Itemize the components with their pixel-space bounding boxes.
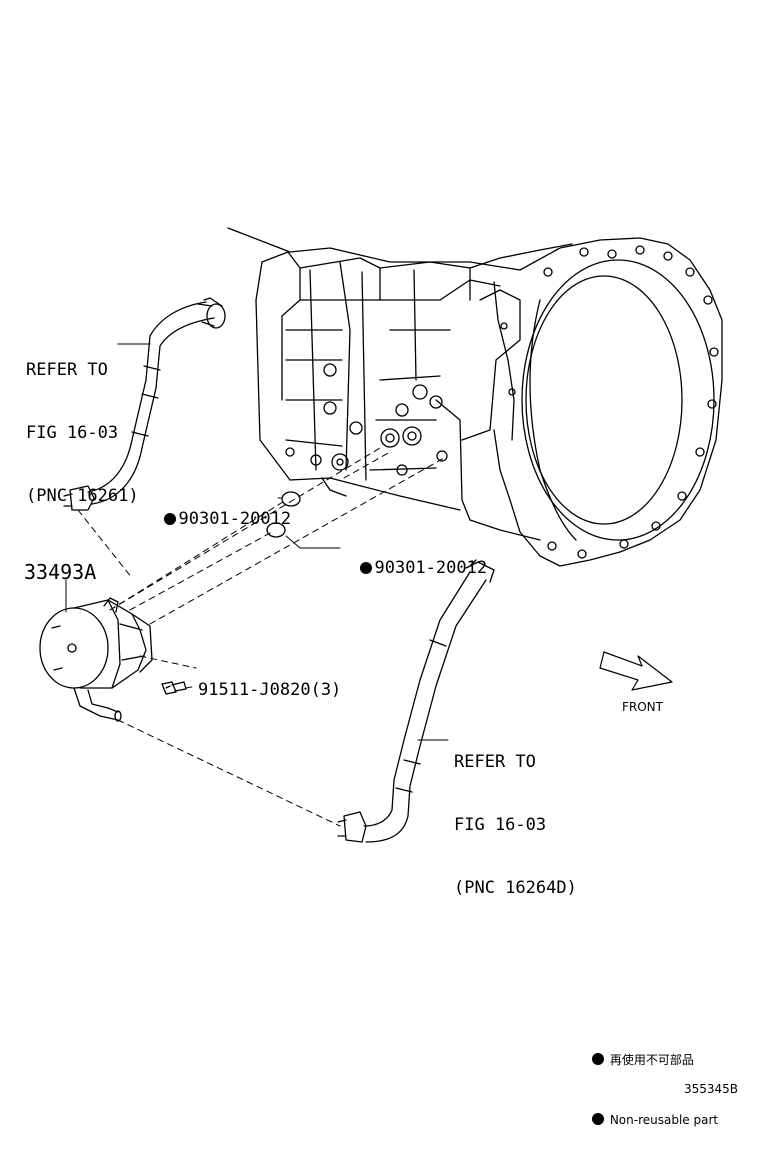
legend-dot-icon <box>592 1053 604 1065</box>
legend-en: Non-reusable part <box>609 1113 719 1127</box>
oring-lower-callout: 90301-20012 <box>340 538 487 578</box>
refer-bottom-line1: REFER TO <box>454 752 536 772</box>
bell-housing <box>493 237 723 567</box>
leader-lines <box>65 343 449 741</box>
refer-top-label: REFER TO FIG 16-03 (PNC 16261) <box>26 318 139 528</box>
oring-upper-shape <box>281 491 301 507</box>
parts-diagram <box>39 227 723 843</box>
legend-dot-icon <box>592 1113 604 1125</box>
refer-top-line3: (PNC 16261) <box>26 486 139 506</box>
lower-oil-hose <box>337 559 495 843</box>
oring-upper-number: 90301-20012 <box>178 509 292 529</box>
refer-bottom-label: REFER TO FIG 16-03 (PNC 16264D) <box>454 710 577 920</box>
diagram-code: 355345B <box>684 1082 739 1096</box>
upper-oil-hose <box>63 297 226 511</box>
refer-bottom-line3: (PNC 16264D) <box>454 878 577 898</box>
oring-upper-callout: 90301-20012 <box>144 489 291 529</box>
oring-lower-shape <box>266 522 286 538</box>
oil-cooler <box>39 597 153 722</box>
transmission-case <box>227 227 573 541</box>
front-label: FRONT <box>622 700 663 714</box>
refer-top-line2: FIG 16-03 <box>26 423 119 443</box>
front-arrow-icon <box>599 651 673 691</box>
non-reusable-dot-icon <box>164 513 177 525</box>
non-reusable-dot-icon <box>360 562 373 574</box>
legend-jp: 再使用不可部品 <box>609 1053 694 1067</box>
refer-bottom-line2: FIG 16-03 <box>454 815 547 835</box>
legend: 再使用不可部品 Non-reusable part <box>592 1010 718 1150</box>
oring-lower-number: 90301-20012 <box>374 558 488 578</box>
cooler-part-number: 33493A <box>24 560 97 584</box>
bolt-part-number: 91511-J0820(3) <box>198 680 342 700</box>
assembly-lines <box>77 447 445 827</box>
bolt-shape <box>161 681 187 695</box>
refer-top-line1: REFER TO <box>26 360 108 380</box>
